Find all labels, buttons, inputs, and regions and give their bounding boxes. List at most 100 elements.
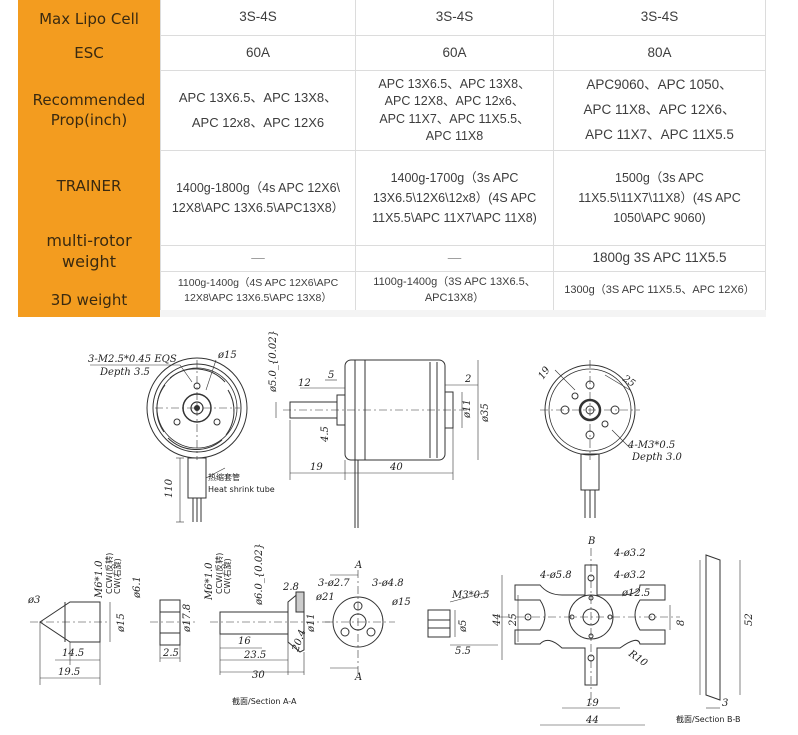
cell-3d-3: 1300g（3S APC 11X5.5、APC 12X6） — [554, 272, 765, 310]
label-44-mount: 44 — [492, 613, 503, 627]
label-2-8: 2.8 — [282, 582, 299, 593]
cell-esc-2: 60A — [356, 36, 553, 70]
cell-lipo-1: 3S-4S — [161, 0, 355, 35]
row-divider — [160, 150, 766, 151]
cell-esc-1: 60A — [161, 36, 355, 70]
label-d17-8: ø17.8 — [182, 604, 193, 633]
label-column — [18, 0, 160, 317]
cell-3d-1: 1100g-1400g（4S APC 12X6\APC 12X8\APC 13X… — [161, 272, 355, 310]
label-a-bottom: A — [354, 672, 362, 683]
label-3: 3 — [722, 698, 728, 709]
motor-side-view — [275, 359, 479, 528]
label-19-5: 19.5 — [58, 667, 80, 678]
motor-front-view — [90, 357, 248, 523]
label-r10: R10 — [625, 648, 649, 670]
x-mount-view — [500, 548, 680, 726]
table-bottom-band — [160, 310, 766, 317]
label-m3b: M3*0.5 — [451, 590, 490, 601]
label-multi-rotor-weight: multi-rotor weight — [46, 231, 132, 271]
prop-cone-view — [30, 601, 111, 685]
label-16: 16 — [238, 636, 251, 647]
label-a-top: A — [354, 560, 362, 571]
label-lead: 110 — [164, 478, 175, 498]
cell-prop-3: APC9060、APC 1050、 APC 11X8、APC 12X6、 APC… — [554, 71, 765, 150]
label-max-lipo-cell: Max Lipo Cell — [39, 9, 139, 28]
label-d6: ø6.0_{0.02} — [254, 543, 265, 606]
label-section-b: 截面/Section B-B — [676, 714, 741, 724]
label-4-5: 4.5 — [320, 426, 331, 443]
cell-esc-3: 80A — [554, 36, 765, 70]
label-cw-b: CW(右旋) — [222, 558, 232, 594]
label-d12-5: ø12.5 — [621, 588, 650, 599]
cell-prop-1: APC 13X6.5、APC 13X8、 APC 12x8、APC 12X6 — [161, 71, 355, 150]
label-s48: 3-ø4.8 — [372, 578, 404, 589]
cell-multirotor-1: — — [161, 246, 355, 271]
row-divider — [160, 35, 766, 36]
label-23-5: 23.5 — [243, 650, 266, 661]
cell-prop-2: APC 13X6.5、APC 13X8、 APC 12X8、APC 12x6、 … — [356, 71, 553, 150]
technical-drawing: 3-M2.5*0.45 EQS Depth 3.5 ø15 热缩套管 Heat … — [27, 330, 755, 726]
col-divider — [553, 0, 554, 317]
label-recommended-prop: Recommended Prop(inch) — [32, 90, 146, 129]
label-d3: ø3 — [27, 595, 40, 606]
setscrew-view — [427, 591, 498, 646]
col-divider — [355, 0, 356, 317]
label-shrink-en: Heat shrink tube — [208, 485, 275, 494]
label-m6-a: M6*1.0 — [94, 560, 105, 599]
label-2: 2 — [464, 374, 471, 385]
label-52: 52 — [744, 613, 755, 626]
label-ccw-b: CCW(反转) — [214, 553, 224, 594]
cell-lipo-2: 3S-4S — [356, 0, 553, 35]
label-19: 19 — [310, 462, 323, 473]
label-19b: 19 — [536, 364, 553, 381]
label-m6-b: M6*1.0 — [204, 562, 215, 601]
label-depth-1: Depth 3.5 — [99, 367, 150, 378]
cell-3d-2: 1100g-1400g（3S APC 13X6.5、 APC13X8） — [356, 272, 553, 310]
label-8: 8 — [676, 620, 687, 626]
label-d11: ø11 — [462, 399, 473, 419]
label-19-c: 19 — [586, 698, 599, 709]
label-d35: ø35 — [480, 403, 491, 423]
cell-multirotor-3: 1800g 3S APC 11X5.5 — [554, 246, 765, 271]
label-cw-a: CW(右旋) — [112, 558, 122, 594]
label-d11-b: ø11 — [306, 613, 317, 633]
label-trainer: TRAINER — [56, 176, 122, 195]
label-d5-b: ø5 — [458, 620, 469, 633]
label-d6-1: ø6.1 — [132, 576, 143, 599]
label-25-mount: 25 — [508, 613, 519, 627]
label-shrink-cn: 热缩套管 — [208, 472, 240, 482]
row-divider — [160, 245, 766, 246]
label-s32: 4-ø3.2 — [613, 548, 646, 559]
label-m3: 4-M3*0.5 — [627, 440, 675, 451]
label-ccw-a: CCW(反转) — [104, 553, 114, 594]
col-divider — [765, 0, 766, 317]
cell-trainer-2: 1400g-1700g（3s APC 13X6.5\12X6\12x8）(4S … — [356, 151, 553, 245]
label-44-b: 44 — [585, 715, 599, 726]
label-d15-c: ø15 — [391, 597, 411, 608]
label-30: 30 — [252, 670, 265, 681]
prop-adapter-view — [210, 591, 330, 675]
label-esc: ESC — [74, 43, 104, 62]
cell-lipo-3: 3S-4S — [554, 0, 765, 35]
label-d15-b: ø15 — [116, 613, 127, 633]
cell-trainer-1: 1400g-1800g（4s APC 12X6\ 12X8\APC 13X6.5… — [161, 151, 355, 245]
cell-multirotor-2: — — [356, 246, 553, 271]
label-20-4: 20.4 — [290, 628, 308, 654]
label-screws: 3-M2.5*0.45 EQS — [88, 354, 177, 365]
adapter-front-view — [325, 570, 395, 675]
label-40: 40 — [389, 462, 403, 473]
label-2-5: 2.5 — [162, 648, 179, 659]
label-5: 5 — [328, 370, 334, 381]
col-divider — [160, 0, 161, 317]
label-d21: ø21 — [315, 592, 335, 603]
collar-view — [150, 599, 195, 662]
label-5-5: 5.5 — [455, 646, 471, 657]
label-14-5: 14.5 — [62, 648, 84, 659]
row-divider — [160, 70, 766, 71]
label-b-top: B — [587, 536, 595, 547]
label-depth-3: Depth 3.0 — [631, 452, 683, 463]
row-divider — [160, 271, 766, 272]
label-s32-b: 4-ø3.2 — [613, 570, 646, 581]
label-s27: 3-ø2.7 — [318, 578, 350, 589]
label-section-a: 截面/Section A-A — [232, 696, 297, 706]
